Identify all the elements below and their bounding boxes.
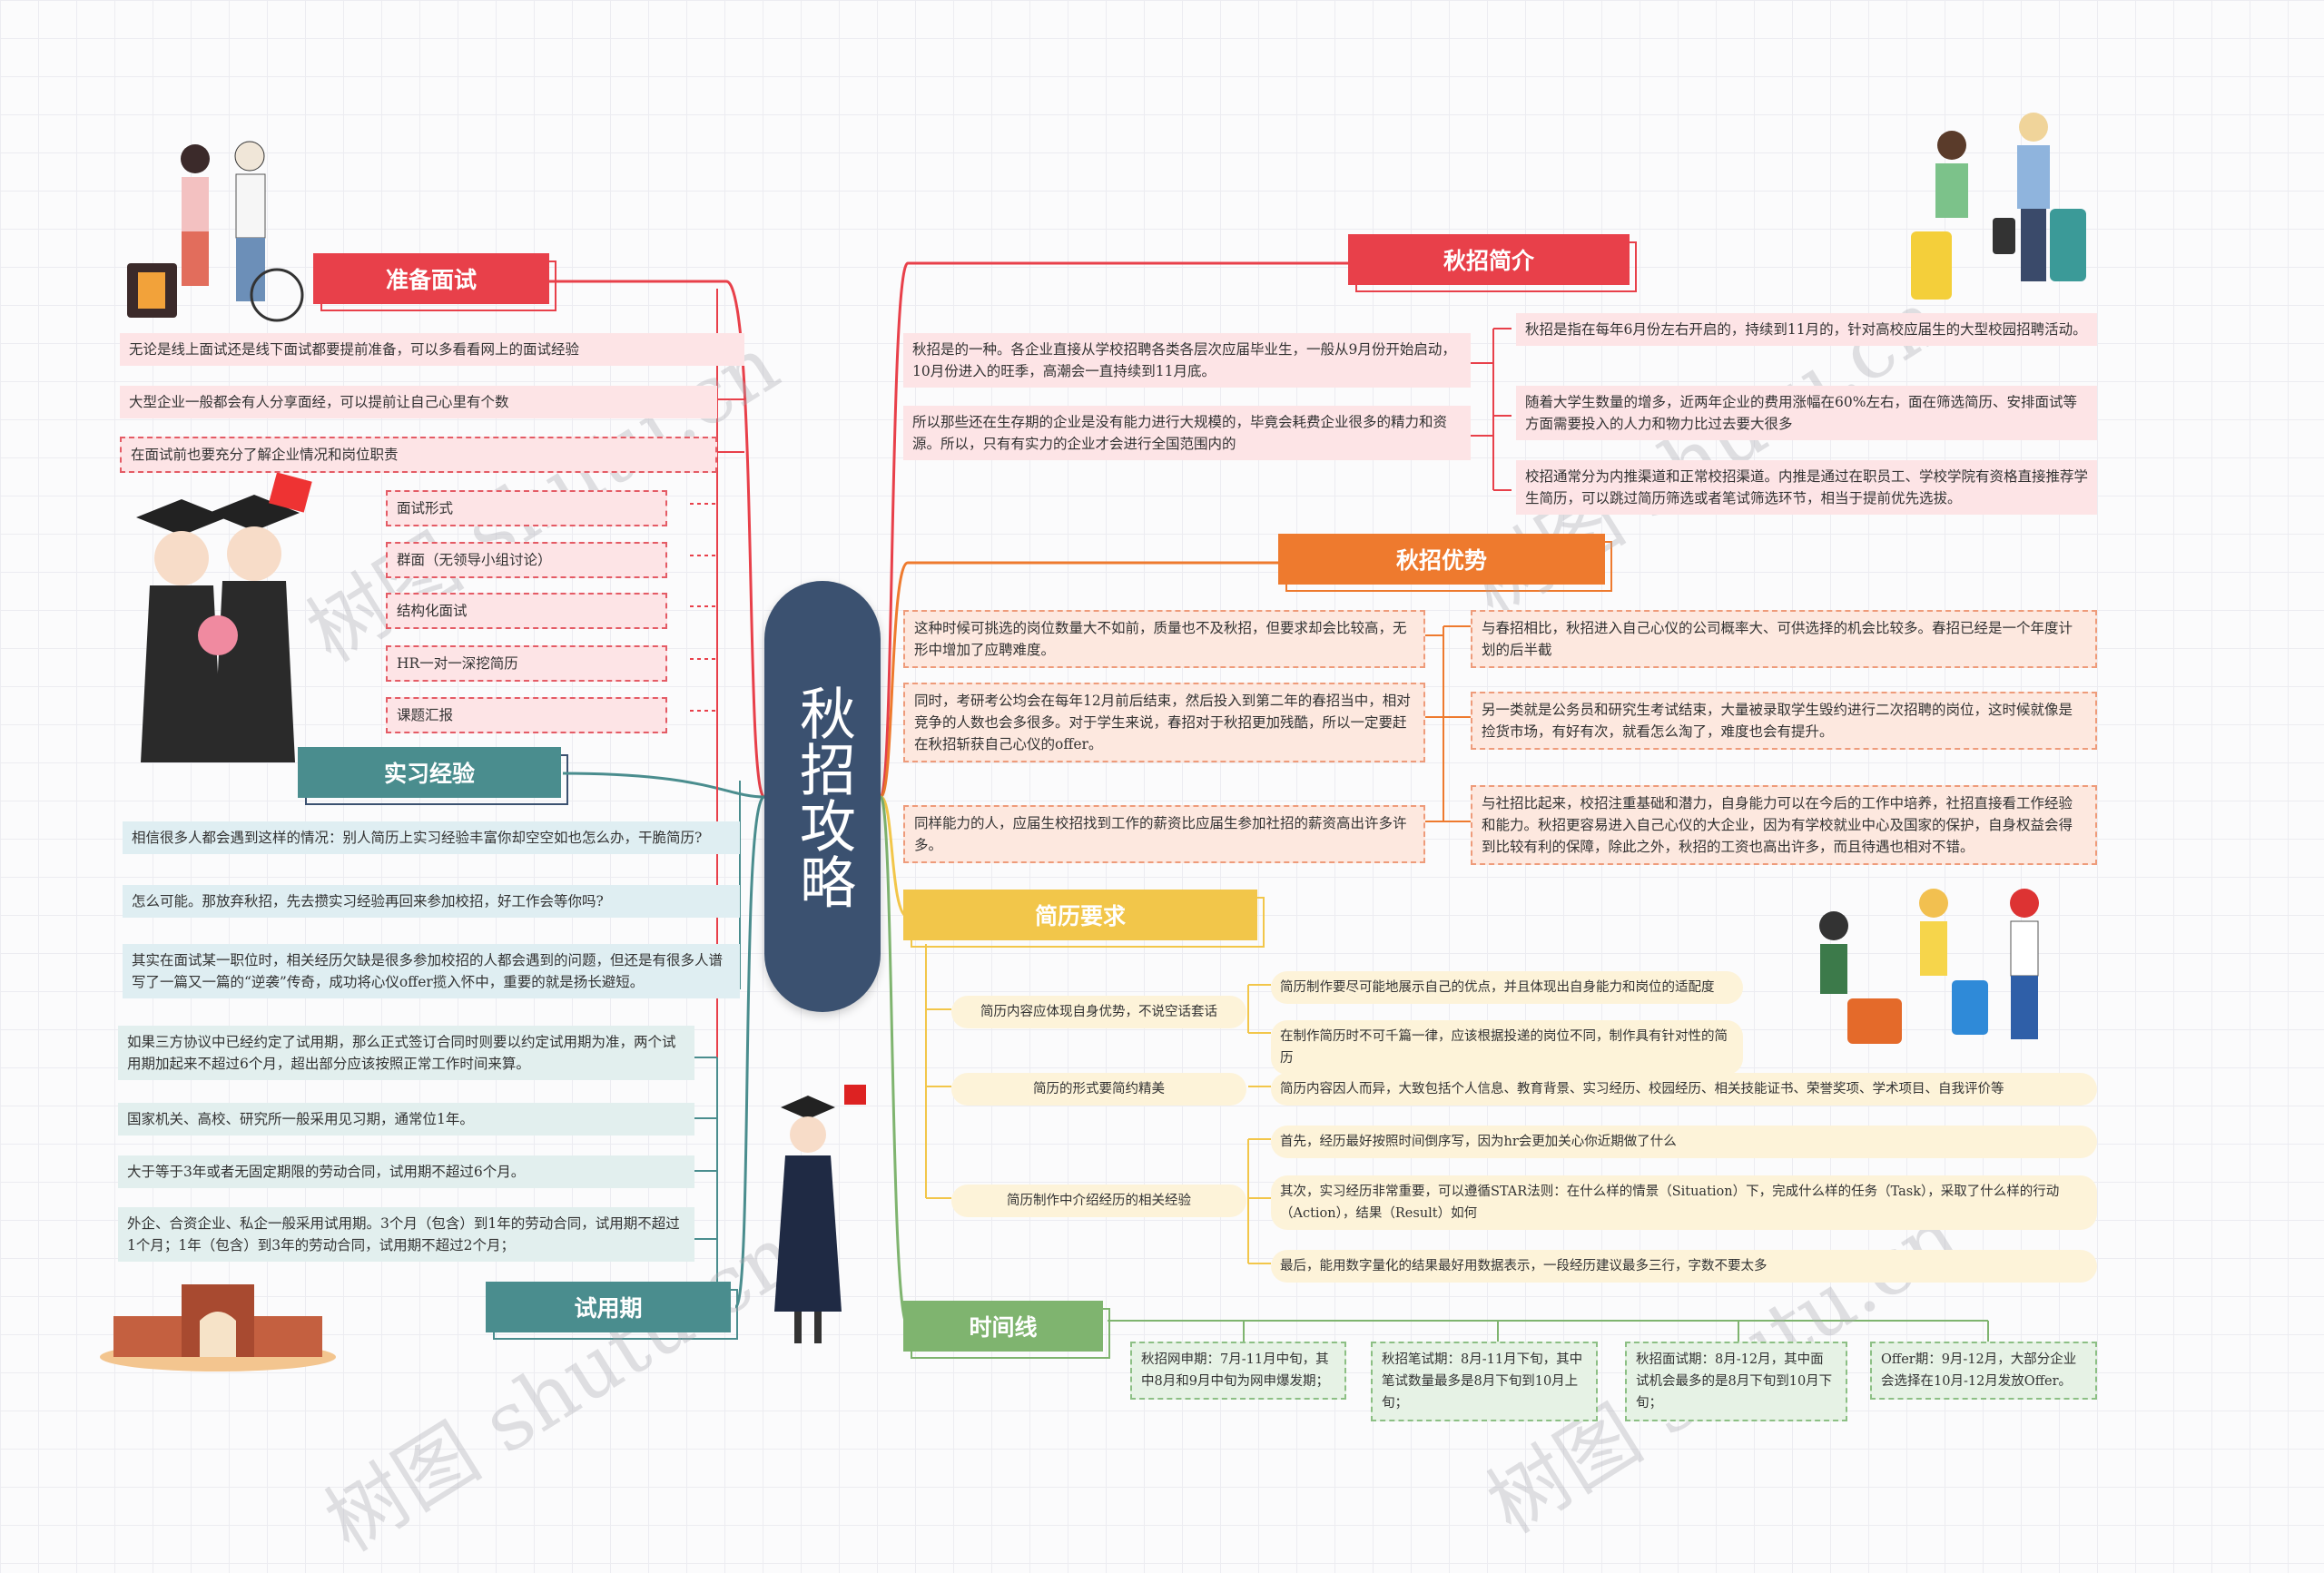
advantage-right-item[interactable]: 另一类就是公务员和研究生考试结束，大量被录取学生毁约进行二次招聘的岗位，这时候就… <box>1471 692 2097 750</box>
resume-sub-topic[interactable]: 简历的形式要简约精美 <box>951 1073 1246 1106</box>
prep-item[interactable]: 无论是线上面试还是线下面试都要提前准备，可以多看看网上的面试经验 <box>120 333 744 366</box>
internship-item[interactable]: 其实在面试某一职位时，相关经历欠缺是很多参加校招的人都会遇到的问题，但还是有很多… <box>123 944 740 998</box>
timeline-item[interactable]: 秋招网申期：7月-11月中旬，其中8月和9月中旬为网申爆发期； <box>1130 1342 1346 1400</box>
trial-item[interactable]: 国家机关、高校、研究所一般采用见习期，通常位1年。 <box>118 1103 694 1136</box>
timeline-item[interactable]: 秋招笔试期：8月-11月下旬，其中笔试数量最多是8月下旬到10月上旬； <box>1371 1342 1598 1421</box>
intro-title: 秋招简介 <box>1443 248 1534 274</box>
trial-period-header[interactable]: 试用期 <box>486 1282 738 1340</box>
interview-form-item[interactable]: HR一对一深挖简历 <box>386 645 667 682</box>
timeline-header[interactable]: 时间线 <box>903 1301 1110 1359</box>
trial-item[interactable]: 外企、合资企业、私企一般采用试用期。3个月（包含）到1年的劳动合同，试用期不超过… <box>118 1207 694 1262</box>
prep-interview-header[interactable]: 准备面试 <box>313 253 556 311</box>
trial-item[interactable]: 如果三方协议中已经约定了试用期，那么正式签订合同时则要以约定试用期为准，两个试用… <box>118 1026 694 1080</box>
interview-form-item[interactable]: 群面（无领导小组讨论） <box>386 542 667 578</box>
resume-item[interactable]: 其次，实习经历非常重要，可以遵循STAR法则：在什么样的情景（Situation… <box>1271 1175 2097 1230</box>
intro-right-item[interactable]: 校招通常分为内推渠道和正常校招渠道。内推是通过在职员工、学校学院有资格直接推荐学… <box>1516 460 2097 515</box>
resume-item[interactable]: 最后，能用数字量化的结果最好用数据表示，一段经历建议最多三行，字数不要太多 <box>1271 1250 2097 1283</box>
graduates-illustration <box>136 472 312 762</box>
intro-left-item[interactable]: 秋招是的一种。各企业直接从学校招聘各类各层次应届毕业生，一般从9月份开始启动，1… <box>903 333 1471 388</box>
intro-right-item[interactable]: 秋招是指在每年6月份左右开启的，持续到11月的，针对高校应届生的大型校园招聘活动… <box>1516 313 2097 346</box>
prep-interview-title: 准备面试 <box>385 267 477 293</box>
internship-item[interactable]: 怎么可能。那放弃秋招，先去攒实习经验再回来参加校招，好工作会等你吗? <box>123 885 740 918</box>
intro-right-item[interactable]: 随着大学生数量的增多，近两年企业的费用涨幅在60%左右，面在筛选简历、安排面试等… <box>1516 386 2097 440</box>
intro-header[interactable]: 秋招简介 <box>1348 234 1637 292</box>
advantage-left-item[interactable]: 这种时候可挑选的岗位数量大不如前，质量也不及秋招，但要求却会比较高，无形中增加了… <box>903 610 1425 668</box>
internship-title: 实习经验 <box>383 761 475 787</box>
interview-form-item[interactable]: 面试形式 <box>386 490 667 526</box>
internship-item[interactable]: 相信很多人都会遇到这样的情况：别人简历上实习经验丰富你却空空如也怎么办，干脆简历… <box>123 821 740 854</box>
advantage-right-item[interactable]: 与社招比起来，校招注重基础和潜力，自身能力可以在今后的工作中培养，社招直接看工作… <box>1471 785 2097 865</box>
trial-item[interactable]: 大于等于3年或者无固定期限的劳动合同，试用期不超过6个月。 <box>118 1155 694 1188</box>
resume-item[interactable]: 简历内容因人而异，大致包括个人信息、教育背景、实习经历、校园经历、相关技能证书、… <box>1271 1073 2097 1106</box>
timeline-title: 时间线 <box>969 1314 1038 1341</box>
center-topic[interactable]: 秋招攻略 <box>764 581 881 1012</box>
resume-sub-topic[interactable]: 简历内容应体现自身优势，不说空话套话 <box>951 996 1246 1028</box>
advantage-left-item[interactable]: 同时，考研考公均会在每年12月前后结束，然后投入到第二年的春招当中，相对竞争的人… <box>903 683 1425 762</box>
advantage-right-item[interactable]: 与春招相比，秋招进入自己心仪的公司概率大、可供选择的机会比较多。春招已经是一个年… <box>1471 610 2097 668</box>
prep-item[interactable]: 大型企业一般都会有人分享面经，可以提前让自己心里有个数 <box>120 386 717 418</box>
advantage-title: 秋招优势 <box>1395 547 1487 574</box>
internship-header[interactable]: 实习经验 <box>298 747 568 805</box>
timeline-item[interactable]: 秋招面试期：8月-12月，其中面试机会最多的是8月下旬到10月下旬； <box>1625 1342 1847 1421</box>
resume-sub-topic[interactable]: 简历制作中介绍经历的相关经验 <box>951 1185 1246 1217</box>
advantage-left-item[interactable]: 同样能力的人，应届生校招找到工作的薪资比应届生参加社招的薪资高出许多许多。 <box>903 805 1425 863</box>
graduate-girl-illustration <box>774 1085 866 1343</box>
prep-item[interactable]: 在面试前也要充分了解企业情况和岗位职责 <box>120 437 717 473</box>
resume-header[interactable]: 简历要求 <box>903 890 1265 948</box>
resume-item[interactable]: 简历制作要尽可能地展示自己的优点，并且体现出自身能力和岗位的适配度 <box>1271 971 1743 1004</box>
resume-item[interactable]: 首先，经历最好按照时间倒序写，因为hr会更加关心你近期做了什么 <box>1271 1126 2097 1158</box>
intro-left-item[interactable]: 所以那些还在生存期的企业是没有能力进行大规模的，毕竟会耗费企业很多的精力和资源。… <box>903 406 1471 460</box>
resume-item[interactable]: 在制作简历时不可千篇一律，应该根据投递的岗位不同，制作具有针对性的简历 <box>1271 1020 1743 1075</box>
trial-period-title: 试用期 <box>574 1295 643 1322</box>
interview-form-item[interactable]: 课题汇报 <box>386 697 667 733</box>
couple-travel-illustration <box>127 141 304 322</box>
travelers-with-luggage-illustration <box>1911 113 2086 300</box>
tourists-illustration <box>1819 889 2039 1044</box>
interview-form-item[interactable]: 结构化面试 <box>386 593 667 629</box>
timeline-item[interactable]: Offer期：9月-12月，大部分企业会选择在10月-12月发放Offer。 <box>1870 1342 2097 1400</box>
campus-gate-illustration <box>100 1284 336 1371</box>
resume-title: 简历要求 <box>1034 903 1126 929</box>
advantage-header[interactable]: 秋招优势 <box>1278 534 1612 592</box>
